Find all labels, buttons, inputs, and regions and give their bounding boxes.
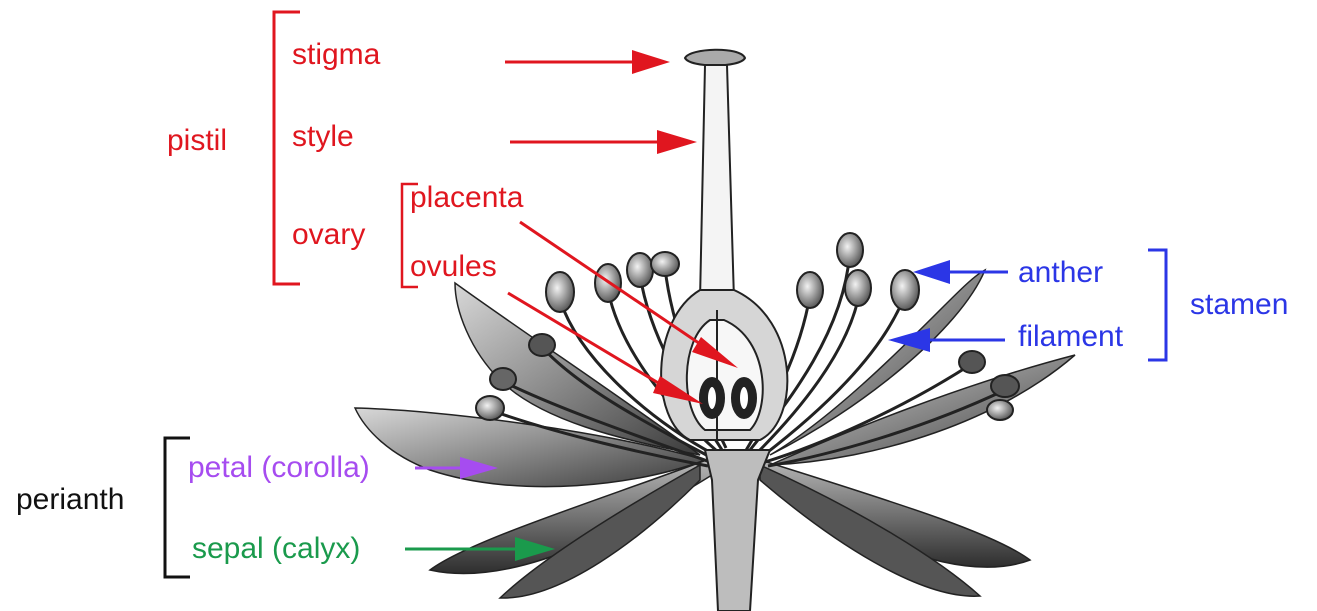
stigma-label: stigma [292, 38, 380, 72]
stamen-label: stamen [1190, 288, 1288, 322]
style-label: style [292, 120, 354, 154]
perianth-label: perianth [16, 483, 124, 517]
anther-arrow [913, 260, 1008, 284]
perianth-bracket [165, 438, 190, 577]
ovules-label: ovules [410, 250, 497, 284]
sepal-label: sepal (calyx) [192, 532, 360, 566]
ovary-label: ovary [292, 218, 365, 252]
petal-label: petal (corolla) [188, 451, 370, 485]
filament-label: filament [1018, 320, 1123, 354]
style-arrow [510, 130, 697, 154]
pistil-label: pistil [167, 124, 227, 158]
stigma-arrow [505, 50, 670, 74]
placenta-label: placenta [410, 181, 523, 215]
anther-label: anther [1018, 256, 1103, 290]
stamen-bracket [1148, 250, 1166, 360]
